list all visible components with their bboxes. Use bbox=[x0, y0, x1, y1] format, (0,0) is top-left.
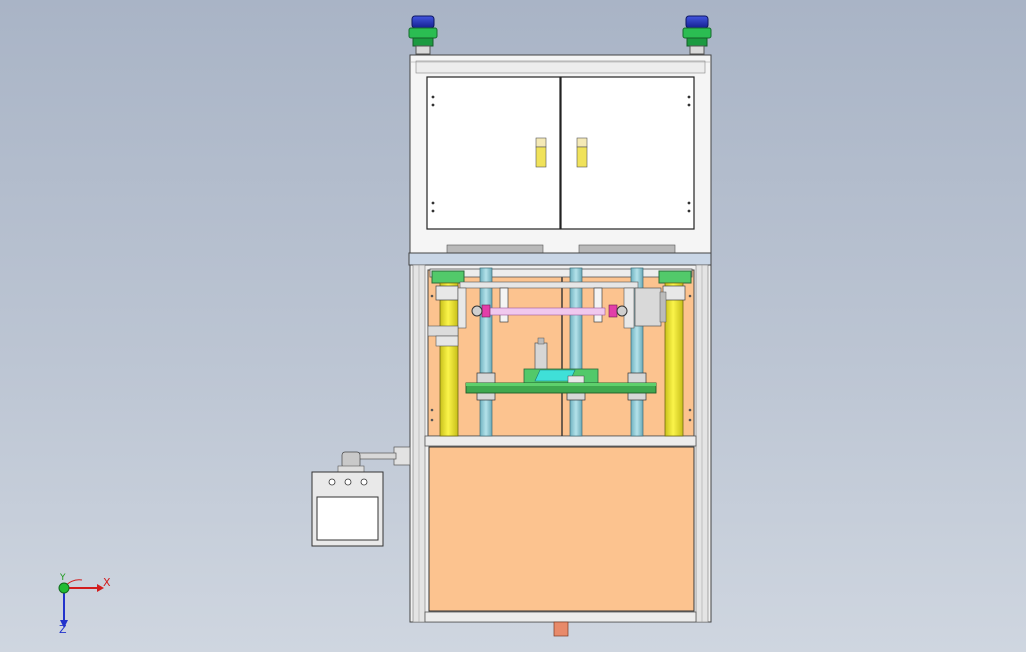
bottom-foot bbox=[553, 621, 569, 637]
upper-mechanism bbox=[427, 281, 667, 347]
axis-x-label: X bbox=[103, 576, 111, 589]
beacon-right bbox=[682, 15, 712, 55]
axis-z-label: Z bbox=[59, 623, 67, 636]
column-right bbox=[658, 270, 692, 437]
door-handle-right bbox=[576, 137, 588, 168]
door-handle-left bbox=[535, 137, 547, 168]
column-left bbox=[431, 270, 465, 437]
axis-triad bbox=[58, 579, 104, 628]
work-platform bbox=[465, 337, 657, 394]
upper-crossbar bbox=[429, 268, 693, 278]
control-panel-assembly bbox=[311, 446, 411, 547]
axis-y-label: Y bbox=[60, 573, 66, 583]
beacon-left bbox=[408, 15, 438, 55]
table-plate bbox=[408, 252, 712, 266]
upper-cabinet bbox=[409, 54, 712, 257]
